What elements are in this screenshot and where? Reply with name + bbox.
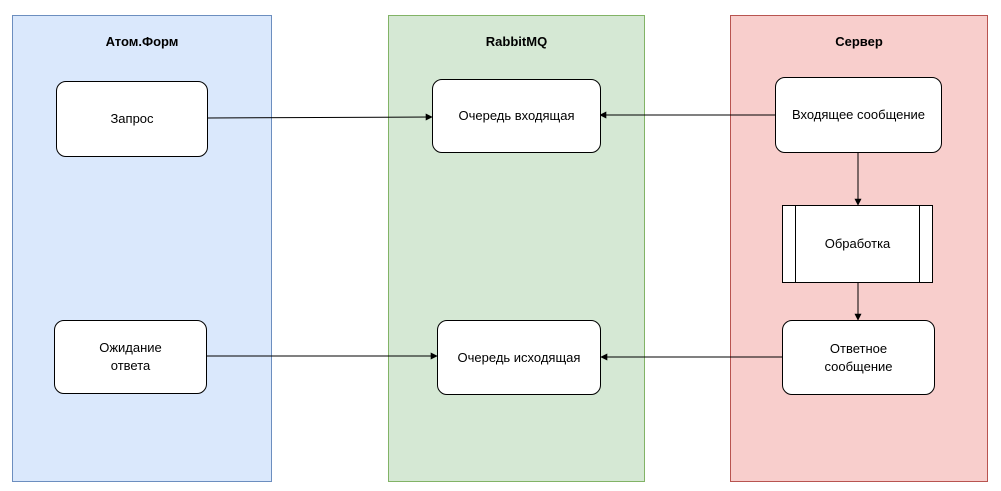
lane-server-title: Сервер xyxy=(835,34,883,49)
node-processing: Обработка xyxy=(782,205,933,283)
lane-rabbitmq-title: RabbitMQ xyxy=(485,34,548,49)
node-waiting-response: Ожидание ответа xyxy=(54,320,207,394)
node-request: Запрос xyxy=(56,81,208,157)
node-queue-incoming: Очередь входящая xyxy=(432,79,601,153)
node-incoming-message: Входящее сообщение xyxy=(775,77,942,153)
edge-request-to-queue-in xyxy=(206,113,433,121)
node-queue-outgoing: Очередь исходящая xyxy=(437,320,601,395)
node-response-message: Ответное сообщение xyxy=(782,320,935,395)
lane-rabbitmq: RabbitMQ xyxy=(388,15,645,482)
lane-atom-form-title: Атом.Форм xyxy=(105,34,179,49)
